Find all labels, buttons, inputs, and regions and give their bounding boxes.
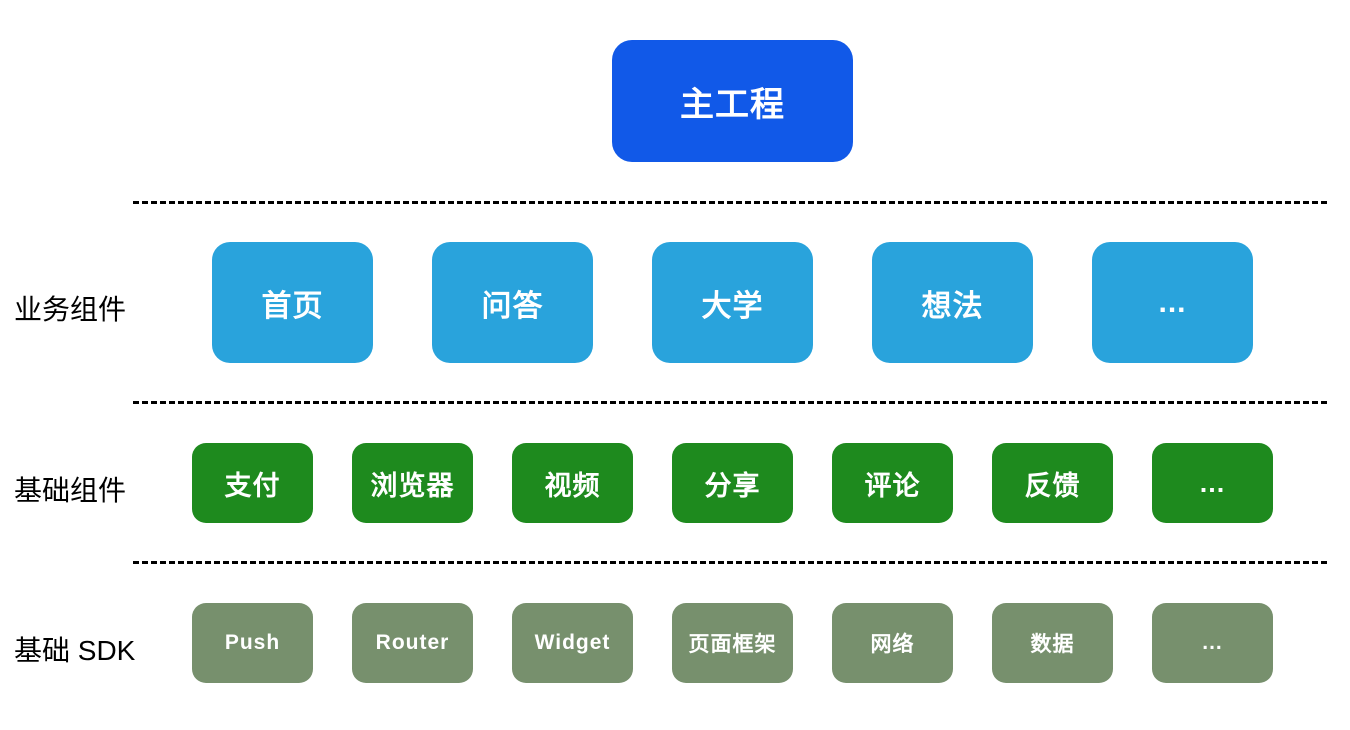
node-video: 视频 <box>512 443 633 523</box>
node-push: Push <box>192 603 313 683</box>
layer-divider <box>133 201 1327 204</box>
node-network: 网络 <box>832 603 953 683</box>
basic-sdk-row: Push Router Widget 页面框架 网络 数据 ... <box>192 603 1273 683</box>
node-qa: 问答 <box>432 242 593 363</box>
node-page-framework: 页面框架 <box>672 603 793 683</box>
node-home: 首页 <box>212 242 373 363</box>
layer-label-basic-components: 基础组件 <box>14 475 127 506</box>
node-router: Router <box>352 603 473 683</box>
node-business-more: ... <box>1092 242 1253 363</box>
basic-components-row: 支付 浏览器 视频 分享 评论 反馈 ... <box>192 443 1273 523</box>
node-browser: 浏览器 <box>352 443 473 523</box>
node-sdk-more: ... <box>1152 603 1273 683</box>
node-payment: 支付 <box>192 443 313 523</box>
layer-label-business-components: 业务组件 <box>14 294 127 325</box>
layer-divider <box>133 401 1327 404</box>
node-comment: 评论 <box>832 443 953 523</box>
main-project-node: 主工程 <box>612 40 853 162</box>
layer-label-basic-sdk: 基础 SDK <box>14 635 136 666</box>
business-components-row: 首页 问答 大学 想法 ... <box>212 242 1253 363</box>
node-ideas: 想法 <box>872 242 1033 363</box>
node-feedback: 反馈 <box>992 443 1113 523</box>
node-share: 分享 <box>672 443 793 523</box>
node-widget: Widget <box>512 603 633 683</box>
node-basecomp-more: ... <box>1152 443 1273 523</box>
node-university: 大学 <box>652 242 813 363</box>
layer-divider <box>133 561 1327 564</box>
node-data: 数据 <box>992 603 1113 683</box>
